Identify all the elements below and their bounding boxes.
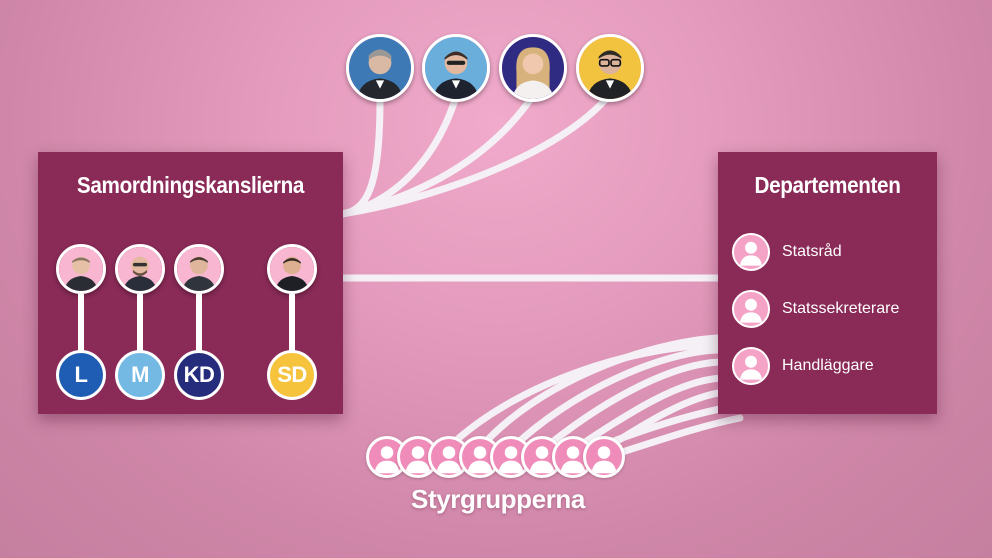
departementen-title: Departementen <box>754 172 901 198</box>
role-handlaggare: Handläggare <box>732 346 874 386</box>
person-icon <box>732 233 770 271</box>
departementen-box: Departementen Statsråd Statssekreterare … <box>718 152 937 414</box>
stem-kd <box>196 294 202 352</box>
staff-photo-m <box>115 244 165 294</box>
samordningskanslierna-box: Samordningskanslierna L M KD SD <box>38 152 343 414</box>
leader-photo-1 <box>346 34 414 102</box>
person-icon <box>732 347 770 385</box>
role-label: Handläggare <box>782 357 874 374</box>
stem-m <box>137 294 143 352</box>
leader-photo-2 <box>422 34 490 102</box>
steering-group-person-icon <box>552 436 594 478</box>
stem-l <box>78 294 84 352</box>
staff-photo-l <box>56 244 106 294</box>
staff-photo-sd <box>267 244 317 294</box>
staff-photo-kd <box>174 244 224 294</box>
party-badge-sd: SD <box>267 350 317 400</box>
party-badge-kd: KD <box>174 350 224 400</box>
styrgrupperna-label: Styrgrupperna <box>411 484 585 514</box>
stem-sd <box>289 294 295 352</box>
role-label: Statssekreterare <box>782 300 900 317</box>
leader-photo-4 <box>576 34 644 102</box>
steering-group-person-icon <box>583 436 625 478</box>
party-badge-m: M <box>115 350 165 400</box>
role-label: Statsråd <box>782 243 842 260</box>
role-statssekreterare: Statssekreterare <box>732 289 899 329</box>
leader-photo-3 <box>499 34 567 102</box>
role-statsrad: Statsråd <box>732 232 842 272</box>
person-icon <box>732 290 770 328</box>
party-badge-l: L <box>56 350 106 400</box>
samordningskanslierna-title: Samordningskanslierna <box>76 172 305 198</box>
